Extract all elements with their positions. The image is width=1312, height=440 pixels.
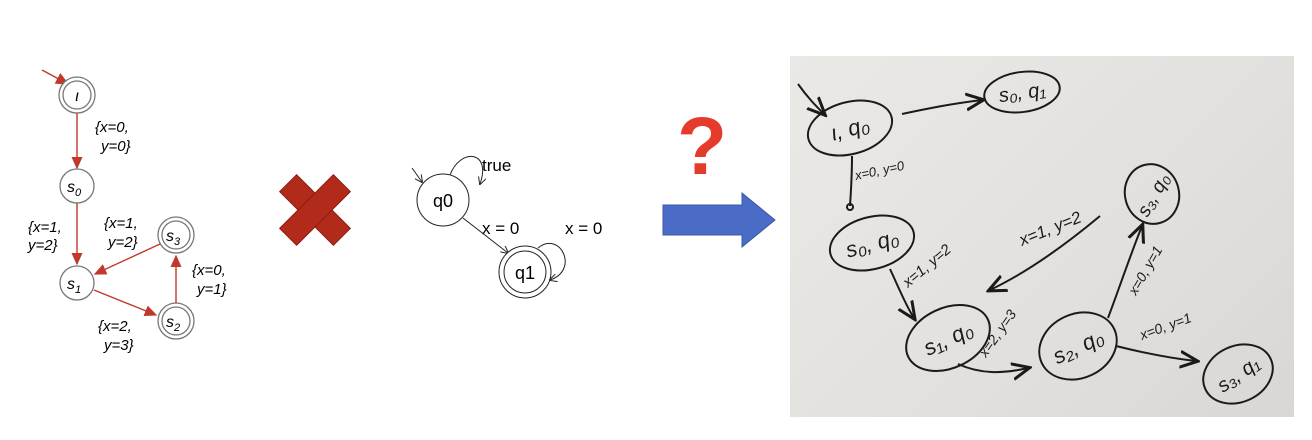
svg-text:s2: s2	[166, 314, 180, 334]
hand-node-s2-q0: s₂, q₀	[1049, 324, 1108, 369]
hand-node-s1-q0: s₁, q₀	[920, 316, 977, 360]
state-q0-label: q0	[433, 191, 453, 211]
cross-icon	[278, 173, 352, 247]
middle-automaton: q0 true x = 0 q1 x = 0	[411, 156, 602, 299]
blue-arrow-icon	[662, 191, 776, 249]
state-s1: s1	[59, 265, 95, 301]
edge-label-s0-s1-line2: y=2}	[27, 237, 58, 254]
hand-node-s0-q0: s₀, q₀	[843, 224, 902, 262]
q0-loop-label: true	[482, 156, 511, 175]
hand-edge-5: x=0, y=1	[1124, 243, 1165, 298]
handwritten-board: ι, q₀ s₀, q₁ s₀, q₀ s₃, q₀ s₁, q₀ s₂, q₀…	[790, 56, 1294, 417]
edge-label-s2-s3-line2: y=1}	[196, 281, 227, 298]
edge-label-s2-s3-line1: {x=0,	[192, 262, 226, 279]
hand-edge-4: x=2, y=3	[975, 306, 1020, 360]
handwritten-diagram: ι, q₀ s₀, q₁ s₀, q₀ s₃, q₀ s₁, q₀ s₂, q₀…	[797, 70, 1274, 405]
q1-loop-label: x = 0	[565, 219, 602, 238]
state-iota-label: ι	[75, 88, 79, 105]
edge-label-s3-s1-line2: y=2}	[107, 234, 138, 251]
svg-text:s1: s1	[67, 276, 81, 296]
state-s2-sub: 2	[173, 322, 180, 334]
state-q1-label: q1	[515, 263, 535, 283]
hand-node-s3-q0: s₃, q₀	[1134, 170, 1175, 220]
state-s1-sub: 1	[75, 284, 81, 296]
state-s0-sub: 0	[75, 187, 82, 199]
question-mark-icon: ?	[672, 102, 732, 192]
hand-edge-1: x=0, y=0	[853, 158, 907, 183]
hand-node-s0-q1: s₀, q₁	[997, 79, 1047, 107]
edge-label-s3-s1-line1: {x=1,	[104, 215, 138, 232]
start-arrow	[41, 69, 70, 85]
state-s1-label: s	[67, 276, 75, 293]
state-s3: s3	[157, 216, 195, 254]
hand-node-i-q0: ι, q₀	[828, 111, 872, 145]
left-automaton: ι {x=0, y=0} s0 {x=1, y=2} s1 s3 {x=1, y…	[27, 69, 227, 354]
svg-text:s0: s0	[67, 179, 82, 199]
hand-node-s3-q1: s₃, q₁	[1213, 352, 1264, 397]
state-q0: q0	[416, 173, 470, 227]
state-iota: ι	[58, 76, 96, 114]
state-s2-label: s	[166, 314, 174, 331]
edge-label-s0-s1-line1: {x=1,	[28, 219, 62, 236]
question-mark: ?	[676, 101, 728, 192]
state-s3-sub: 3	[174, 236, 181, 248]
state-s0: s0	[59, 168, 95, 204]
hand-edge-2: x=1, y=2	[1015, 207, 1084, 250]
q0-q1-label: x = 0	[482, 219, 519, 238]
edge-label-iota-s0-line2: y=0}	[100, 138, 131, 155]
edge-label-s1-s2-line1: {x=2,	[98, 318, 132, 335]
svg-text:s3: s3	[166, 228, 181, 248]
hand-edge-6: x=0, y=1	[1137, 309, 1194, 343]
state-s2: s2	[157, 302, 195, 340]
state-q1: q1	[498, 245, 552, 299]
hand-edge-3: x=1, y=2	[899, 241, 955, 292]
state-s0-label: s	[67, 179, 75, 196]
edge-label-iota-s0-line1: {x=0,	[95, 119, 129, 136]
edge-label-s1-s2-line2: y=3}	[103, 337, 134, 354]
state-s3-label: s	[166, 228, 174, 245]
